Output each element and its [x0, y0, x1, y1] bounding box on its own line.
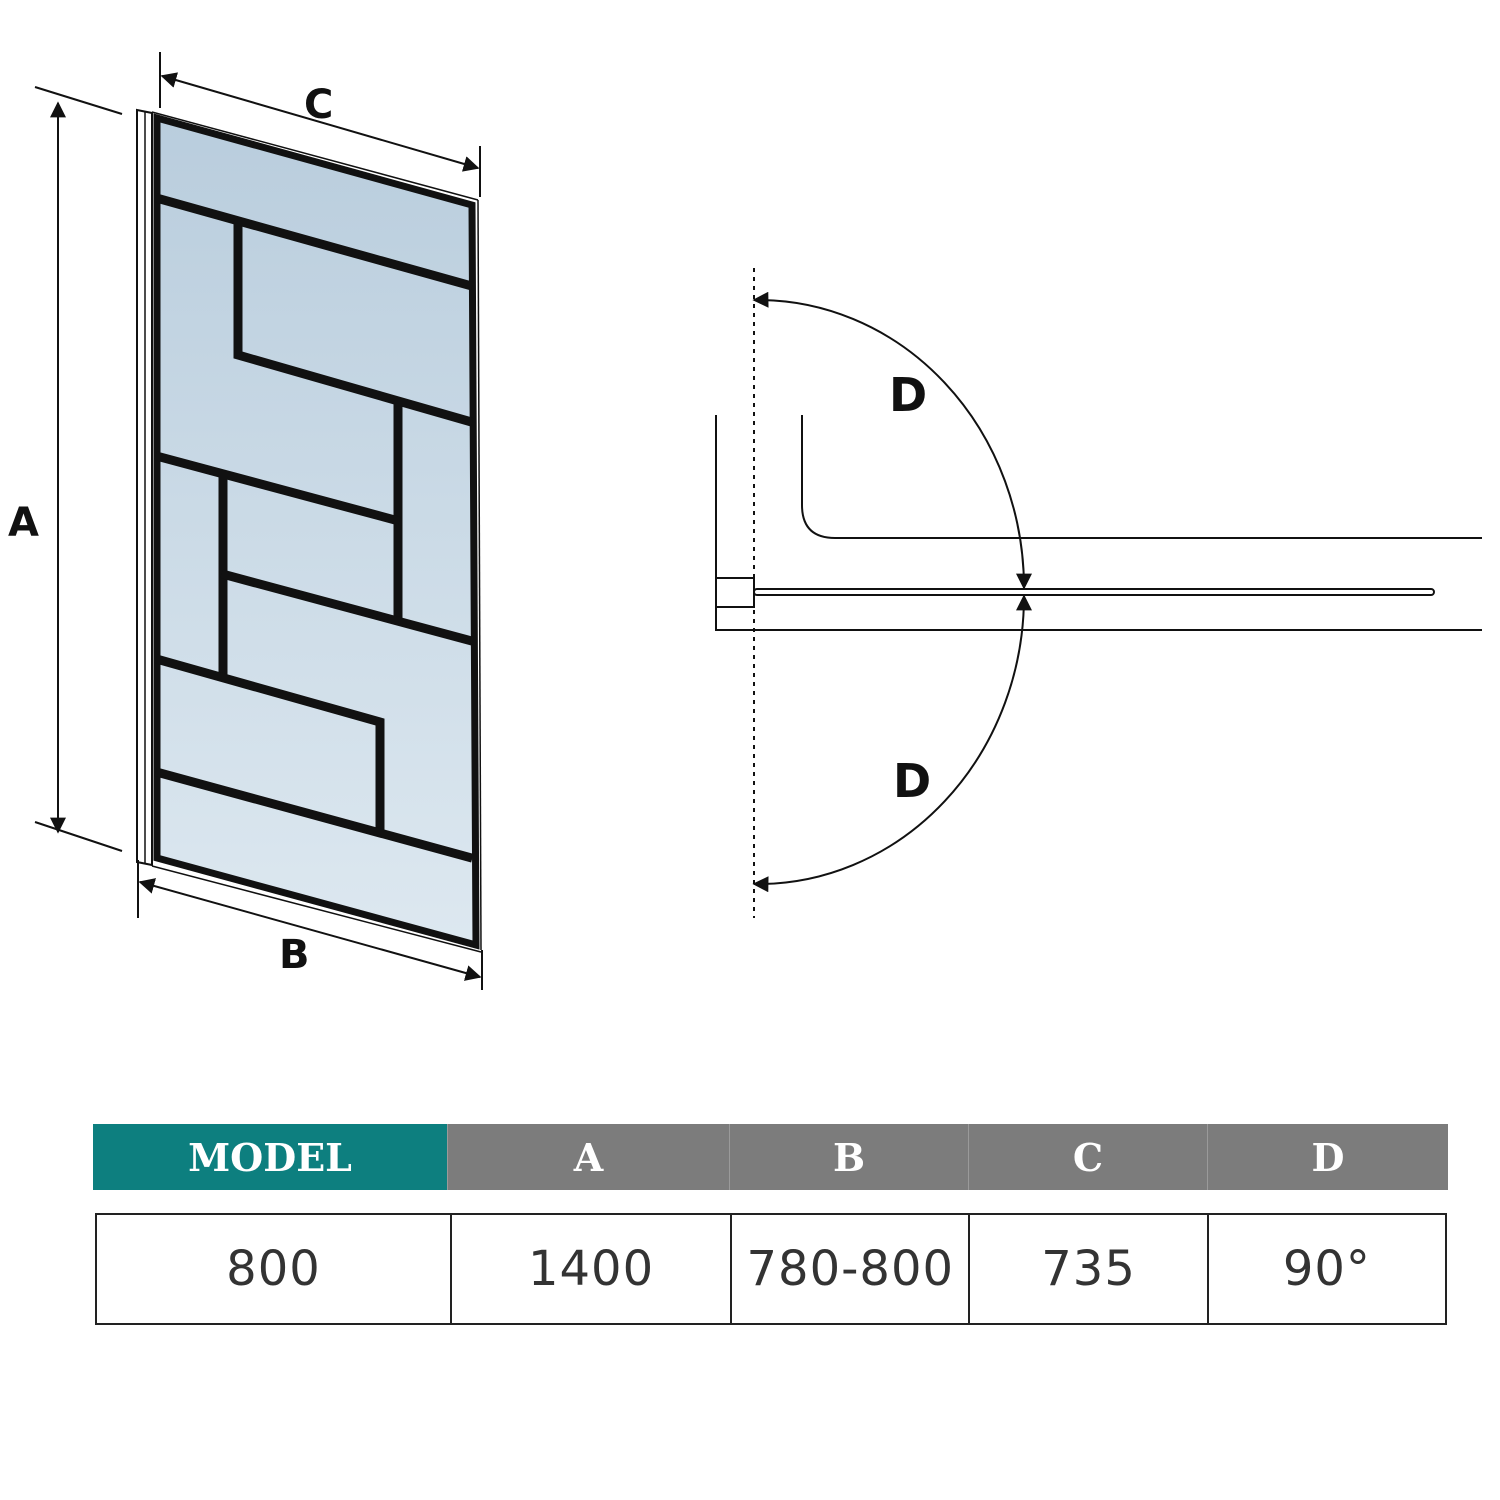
wall-outline	[715, 415, 1482, 631]
value-c: 735	[968, 1215, 1206, 1323]
shower-screen-diagram: A C B D D	[8, 52, 1482, 990]
header-a: A	[447, 1124, 729, 1190]
panel-closed-position	[753, 588, 1435, 596]
value-d: 90°	[1206, 1215, 1445, 1323]
value-b: 780-800	[730, 1215, 968, 1323]
spec-table-header: MODEL A B C D	[93, 1124, 1448, 1190]
angle-d-lower-label: D	[893, 754, 931, 808]
dimension-c-label: C	[304, 82, 333, 128]
header-c: C	[968, 1124, 1207, 1190]
dimension-b-label: B	[279, 932, 310, 978]
angle-d-upper-label: D	[889, 368, 927, 422]
swing-arc-lower	[752, 594, 1032, 893]
header-model: MODEL	[93, 1124, 447, 1190]
bath-edge-outline	[801, 415, 1482, 539]
header-d: D	[1207, 1124, 1448, 1190]
dimension-a	[34, 86, 123, 852]
value-a: 1400	[449, 1215, 730, 1323]
top-view-diagram	[715, 268, 1482, 918]
dimension-a-label: A	[8, 500, 39, 546]
hinge-block	[715, 577, 755, 608]
glass-panel	[136, 108, 482, 953]
decorative-grid-pattern	[154, 193, 474, 863]
dimension-b	[137, 860, 483, 990]
header-b: B	[729, 1124, 968, 1190]
value-model: 800	[226, 1241, 321, 1297]
spec-table-row: 800 1400 780-800 735 90°	[95, 1213, 1447, 1325]
dimension-c	[159, 52, 481, 197]
swing-arc-upper	[752, 291, 1032, 590]
